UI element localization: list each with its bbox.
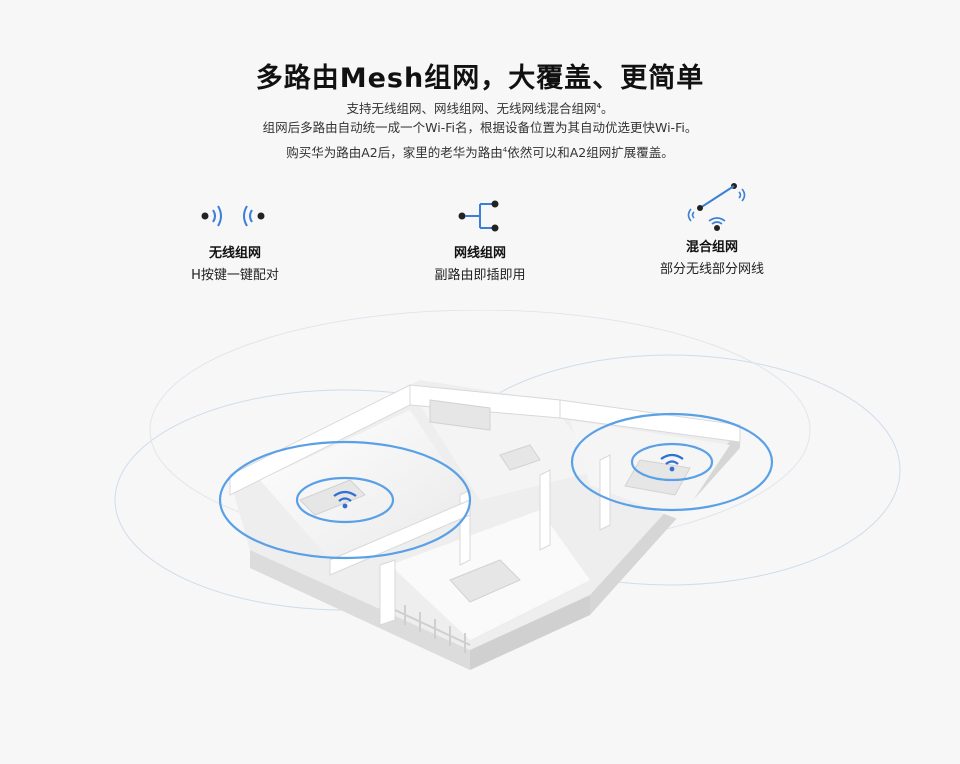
wifi-icon (660, 453, 684, 472)
router-coverage-left (218, 440, 472, 560)
description-line-2: 组网后多路由自动统一成一个Wi-Fi名，根据设备位置为其自动优选更快Wi-Fi。 (262, 120, 698, 135)
description-line-3: 购买华为路由A2后，家里的老华为路由4依然可以和A2组网扩展覆盖。 (286, 145, 674, 161)
description-line-1: 支持无线组网、网线组网、无线网线混合组网4。 (346, 101, 614, 117)
wireless-pair-icon (201, 205, 265, 227)
feature-name: 无线组网 (208, 246, 261, 261)
wired-network-icon (458, 200, 499, 232)
feature-hybrid: 混合组网 部分无线部分网线 (612, 180, 812, 277)
feature-name: 混合组网 (685, 240, 738, 255)
feature-desc: 副路由即插即用 (434, 268, 526, 283)
router-coverage-right (570, 412, 774, 512)
wifi-icon (333, 490, 357, 509)
hybrid-network-icon (687, 183, 746, 231)
feature-desc: H按键一键配对 (191, 268, 279, 283)
house-structure (229, 380, 741, 670)
feature-wireless: 无线组网 H按键一键配对 (135, 196, 335, 283)
feature-wired: 网线组网 副路由即插即用 (380, 196, 580, 283)
house-coverage-illustration (114, 310, 901, 670)
footnote-marker: 4 (502, 146, 508, 154)
balcony-railing (394, 605, 471, 653)
feature-name: 网线组网 (453, 246, 506, 261)
page-title: 多路由Mesh组网，大覆盖、更简单 (255, 63, 705, 94)
feature-desc: 部分无线部分网线 (659, 262, 764, 277)
footnote-marker: 4 (596, 102, 601, 110)
